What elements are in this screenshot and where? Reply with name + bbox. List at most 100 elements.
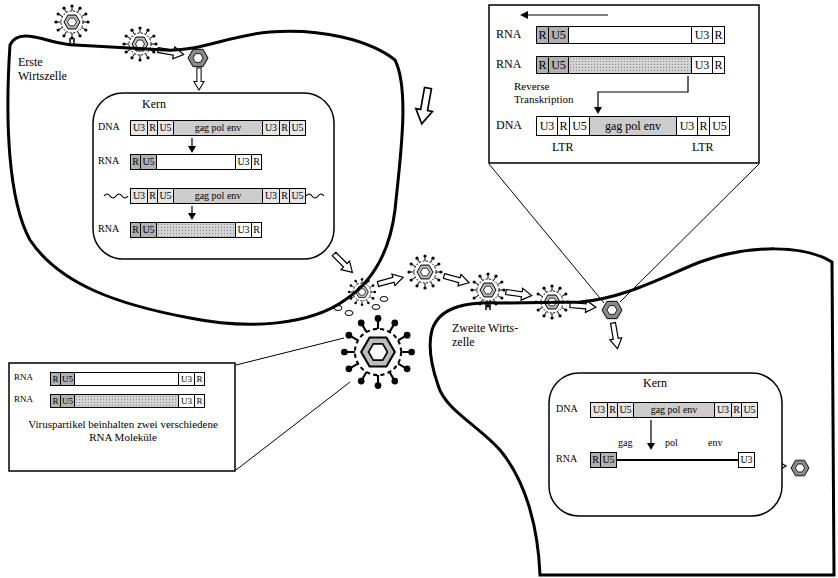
genome-segment: U5 [157, 188, 174, 204]
segment-label: R [699, 120, 707, 132]
segment-label: U3 [181, 375, 192, 384]
transfer-arrow [330, 250, 357, 277]
genome-segment: gag pol env [173, 188, 263, 204]
virus-core [791, 460, 809, 476]
segment-label: U5 [743, 405, 755, 415]
genome-segment: U3 [714, 402, 732, 418]
genome-segment: U5 [289, 188, 306, 204]
nucleus-label: RNA [98, 223, 119, 235]
row-label: RNA [496, 58, 521, 72]
genome-segment: U3 [235, 222, 252, 238]
genome-segment: U3 [536, 116, 558, 136]
cell-label: Erste Wirtszelle [18, 56, 92, 84]
segment-label: U5 [551, 29, 566, 41]
transfer-arrow [157, 44, 185, 60]
rna-strand [568, 26, 692, 44]
genome-segment: U3 [262, 120, 280, 136]
segment-label: gag pol env [651, 405, 698, 415]
transcription-arrow [191, 206, 192, 214]
genome-segment: U5 [741, 402, 758, 418]
segment-label: R [149, 191, 156, 201]
nucleus-label: Kern [643, 377, 667, 391]
callout-frame [489, 5, 759, 163]
transfer-arrow [442, 270, 470, 288]
segment-label: U3 [593, 405, 605, 415]
segment-label: R [253, 225, 260, 235]
genome-segment: U5 [157, 120, 174, 136]
arrow-head [594, 107, 602, 114]
segment-label: U3 [717, 405, 729, 415]
process-arrow [413, 87, 436, 126]
virus-core [188, 49, 208, 66]
segment-label: U5 [62, 397, 73, 406]
segment-label: U5 [551, 59, 566, 71]
segment-label: R [281, 123, 288, 133]
genome-segment: R [712, 26, 725, 44]
segment-label: U3 [237, 157, 249, 167]
genome-segment: U5 [289, 120, 306, 136]
rna-strand [616, 459, 739, 461]
genome-segment: R [194, 394, 205, 408]
callout-box: RNARNAViruspartikel beinhalten zwei vers… [8, 362, 236, 472]
rna-strand [74, 372, 179, 386]
segment-label: U5 [159, 123, 171, 133]
segment-label: U3 [265, 123, 277, 133]
row-label: Viruspartikel beinhalten zwei verschiede… [28, 418, 218, 443]
genome-segment: R [251, 222, 262, 238]
genome-segment: U3 [178, 372, 195, 386]
segment-label: U3 [133, 123, 145, 133]
segment-label: R [538, 59, 546, 71]
segment-label: U3 [695, 29, 710, 41]
segment-label: R [733, 405, 740, 415]
genome-segment: U3 [738, 452, 755, 468]
segment-label: U5 [142, 157, 154, 167]
nucleus-label: env [708, 437, 722, 449]
segment-label: R [196, 397, 202, 406]
genome-segment: U5 [548, 26, 569, 44]
segment-label: U5 [159, 191, 171, 201]
segment-label: R [538, 29, 546, 41]
genome-segment: U3 [130, 188, 148, 204]
segment-label: U5 [619, 405, 631, 415]
segment-label: U3 [133, 191, 145, 201]
segment-label: U5 [62, 375, 73, 384]
segment-label: U3 [540, 120, 555, 132]
genome-segment: R [194, 372, 205, 386]
host-cell: Erste WirtszelleKernDNARNARNAU3RU5gag po… [4, 4, 408, 338]
segment-label: U3 [237, 225, 249, 235]
virus-particle-enlarged [341, 315, 415, 389]
host-dna [104, 194, 128, 198]
segment-label: R [132, 225, 139, 235]
segment-label: U5 [291, 191, 303, 201]
host-dna [306, 194, 324, 198]
segment-label: gag pol env [605, 120, 661, 132]
nucleus-envelope [93, 93, 334, 259]
row-label: RNA [14, 394, 33, 404]
segment-label: gag pol env [195, 191, 242, 201]
segment-label: R [253, 157, 260, 167]
genome-segment: U5 [548, 56, 569, 74]
segment-label: U5 [602, 455, 614, 465]
genome-segment: R [251, 154, 262, 170]
nucleus-label: pol [665, 437, 678, 449]
arrow-head [520, 11, 528, 19]
cell-membrane [430, 249, 834, 575]
genome-segment: U5 [140, 222, 157, 238]
genome-segment: U3 [235, 154, 252, 170]
genome-segment: U3 [262, 188, 280, 204]
genome-segment: U3 [590, 402, 608, 418]
transcription-arrow [650, 420, 651, 444]
host-cell: Zweite Wirts- zelleKernDNARNAgagpolenvU3… [426, 240, 836, 578]
nucleus-label: RNA [556, 453, 577, 465]
segment-label: U5 [712, 120, 727, 132]
genome-segment: U3 [691, 26, 713, 44]
segment-label: U3 [695, 59, 710, 71]
cell-nucleus: KernDNARNAgagpolenvU3RU5gag pol envU3RU5… [548, 372, 783, 517]
genome-segment: R [712, 56, 725, 74]
genome-segment: U3 [691, 56, 713, 74]
cell-nucleus: KernDNARNARNAU3RU5gag pol envU3RU5RU5U3R… [92, 92, 335, 260]
row-label: RNA [496, 28, 521, 42]
segment-label: R [52, 397, 58, 406]
callout-frame [9, 363, 235, 471]
transfer-arrow [194, 68, 204, 90]
